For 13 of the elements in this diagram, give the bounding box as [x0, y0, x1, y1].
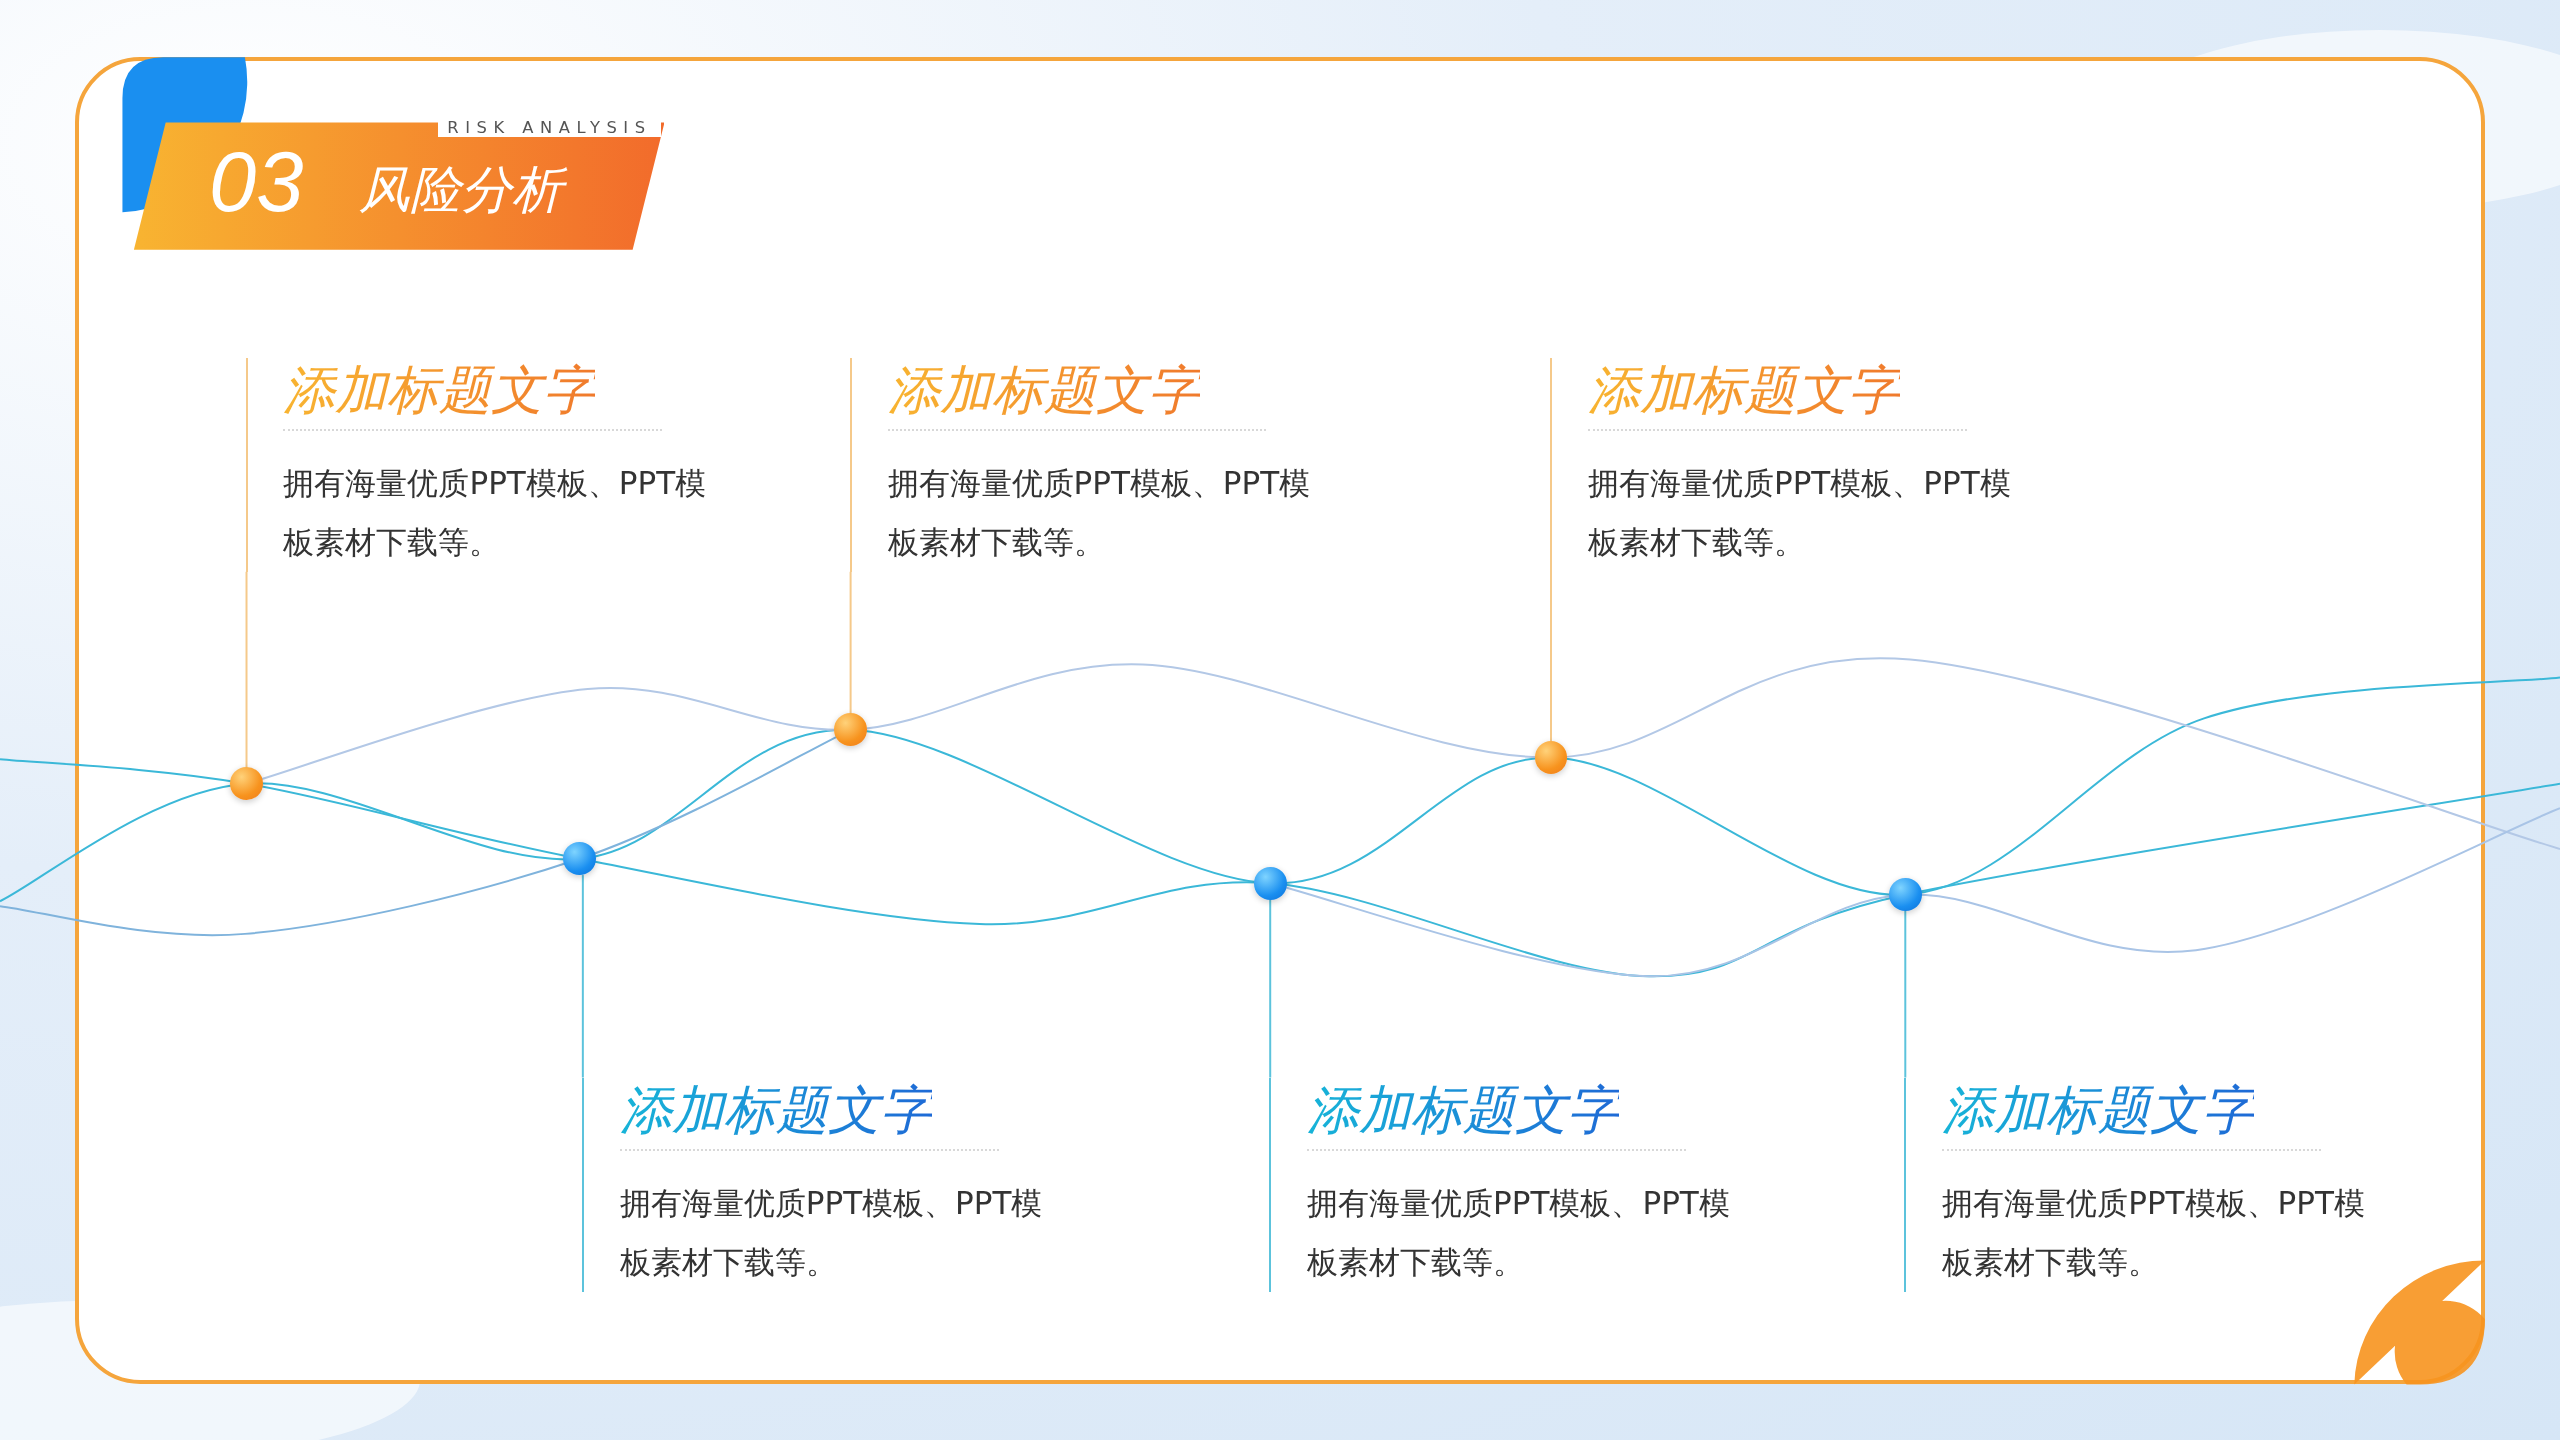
leader-line: [1269, 898, 1272, 1079]
item-description: 拥有海量优质PPT模板、PPT模板素材下载等。: [283, 464, 708, 562]
item-description: 拥有海量优质PPT模板、PPT模板素材下载等。: [1307, 1184, 1731, 1282]
item-description: 拥有海量优质PPT模板、PPT模板素材下载等。: [619, 1184, 1044, 1282]
leader-line: [849, 570, 852, 715]
leader-line: [1550, 570, 1552, 743]
leader-line: [1904, 910, 1907, 1079]
section-number: 03: [208, 132, 304, 231]
item-description: 拥有海量优质PPT模板、PPT模板素材下载等。: [1587, 464, 2012, 562]
item-description: 拥有海量优质PPT模板、PPT模板素材下载等。: [1942, 1184, 2366, 1282]
item-description: 拥有海量优质PPT模板、PPT模板素材下载等。: [887, 464, 1312, 562]
leader-line: [581, 874, 584, 1079]
leader-line: [245, 570, 248, 769]
